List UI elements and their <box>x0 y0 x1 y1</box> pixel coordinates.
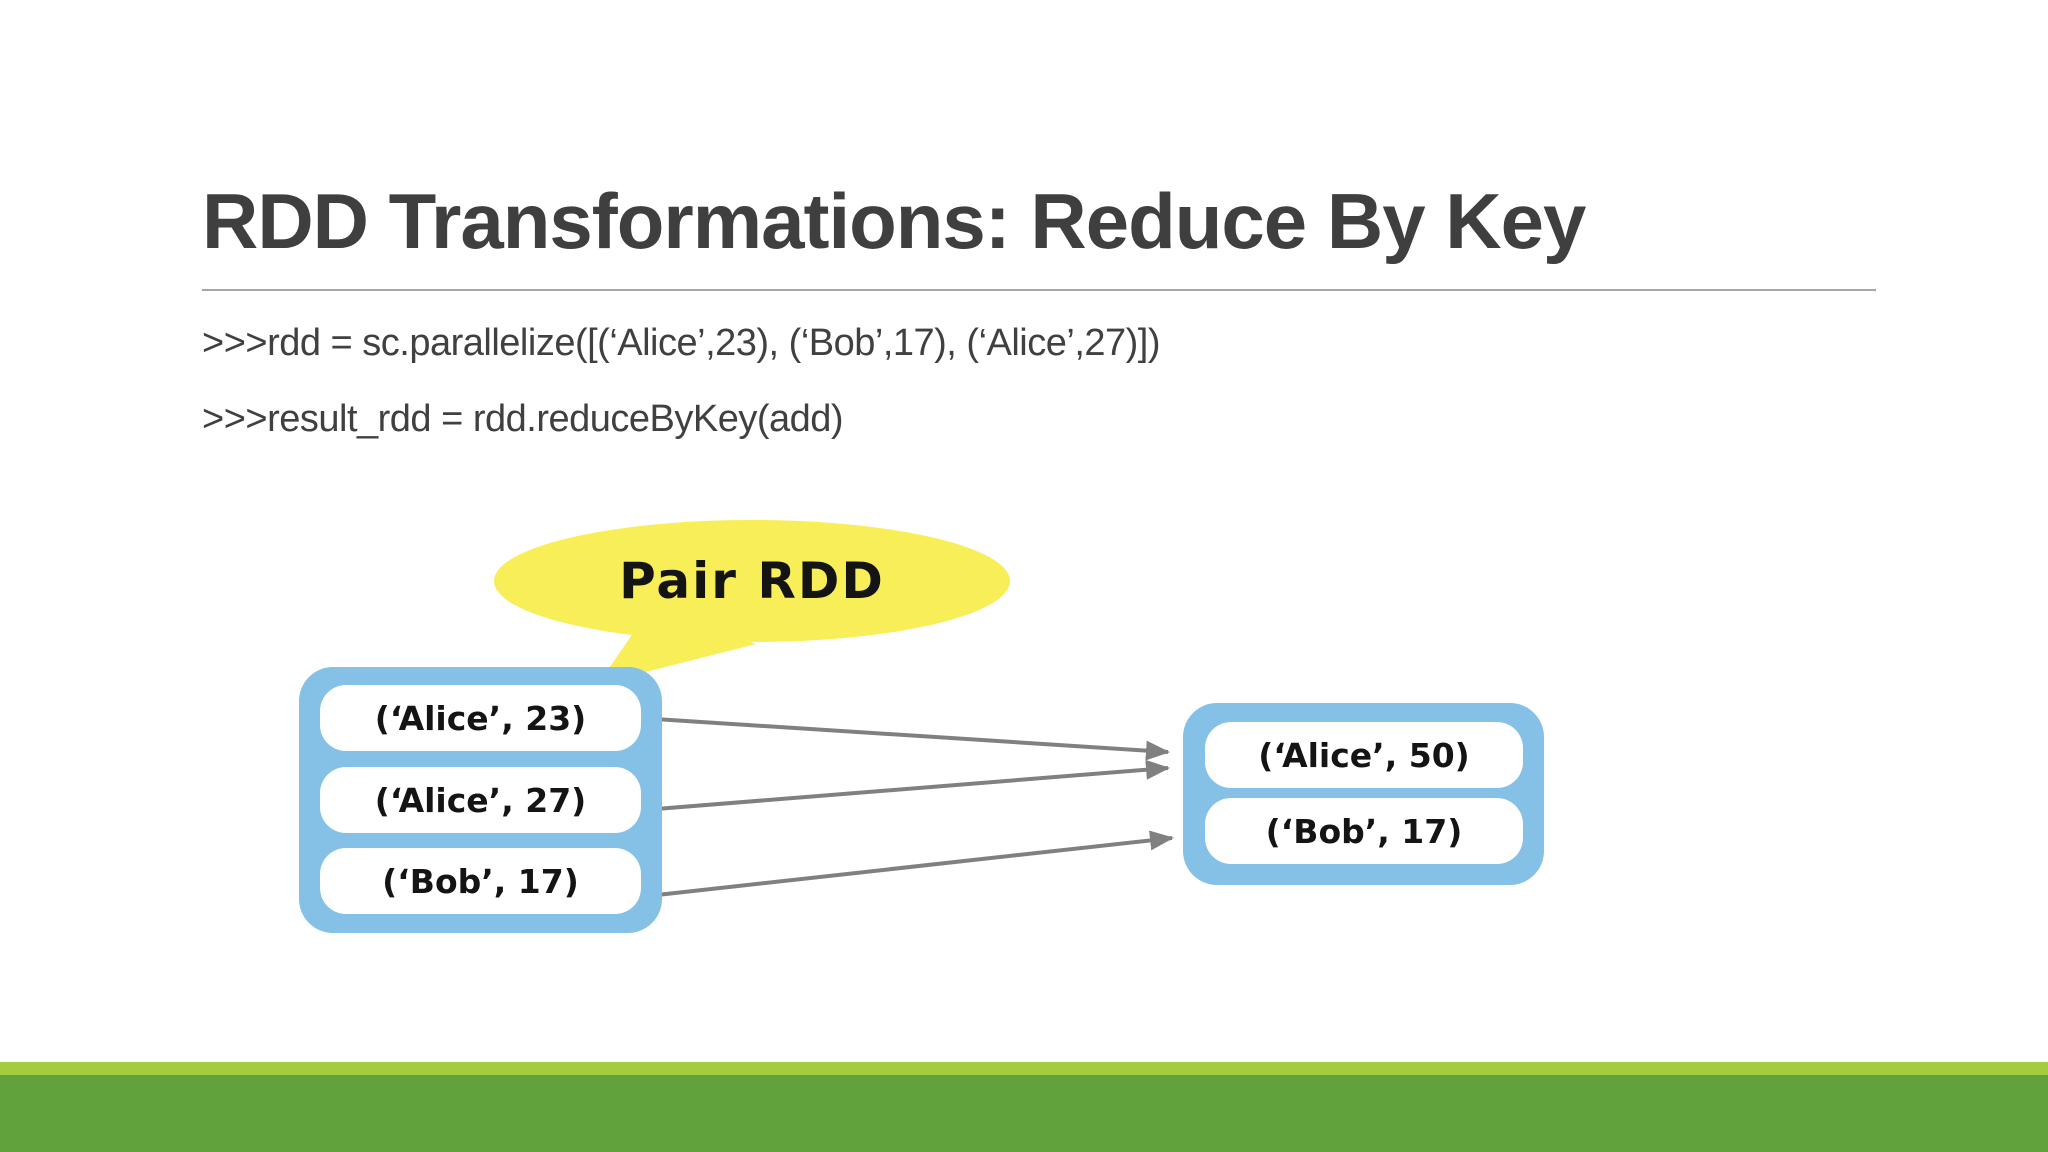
source-rdd-item: (‘Alice’, 27) <box>320 767 641 833</box>
pair-rdd-label: Pair RDD <box>619 552 885 610</box>
code-line-2: >>>result_rdd = rdd.reduceByKey(add) <box>202 398 844 440</box>
arrow-alice27 <box>655 759 1170 811</box>
footer-accent-strip <box>0 1062 2048 1075</box>
source-rdd-item: (‘Alice’, 23) <box>320 685 641 751</box>
code-line-1: >>>rdd = sc.parallelize([(‘Alice’,23), (… <box>202 322 1161 364</box>
page-title: RDD Transformations: Reduce By Key <box>202 177 1586 265</box>
result-rdd-item: (‘Bob’, 17) <box>1205 798 1523 864</box>
result-rdd-item: (‘Alice’, 50) <box>1205 722 1523 788</box>
source-rdd-box: (‘Alice’, 23) (‘Alice’, 27) (‘Bob’, 17) <box>299 667 662 933</box>
arrow-bob17 <box>656 830 1174 897</box>
result-rdd-box: (‘Alice’, 50) (‘Bob’, 17) <box>1183 703 1544 885</box>
pair-rdd-callout: Pair RDD <box>494 520 1010 642</box>
source-rdd-item: (‘Bob’, 17) <box>320 848 641 914</box>
footer-band <box>0 1075 2048 1152</box>
title-divider <box>202 289 1876 291</box>
arrow-alice23 <box>654 717 1170 761</box>
